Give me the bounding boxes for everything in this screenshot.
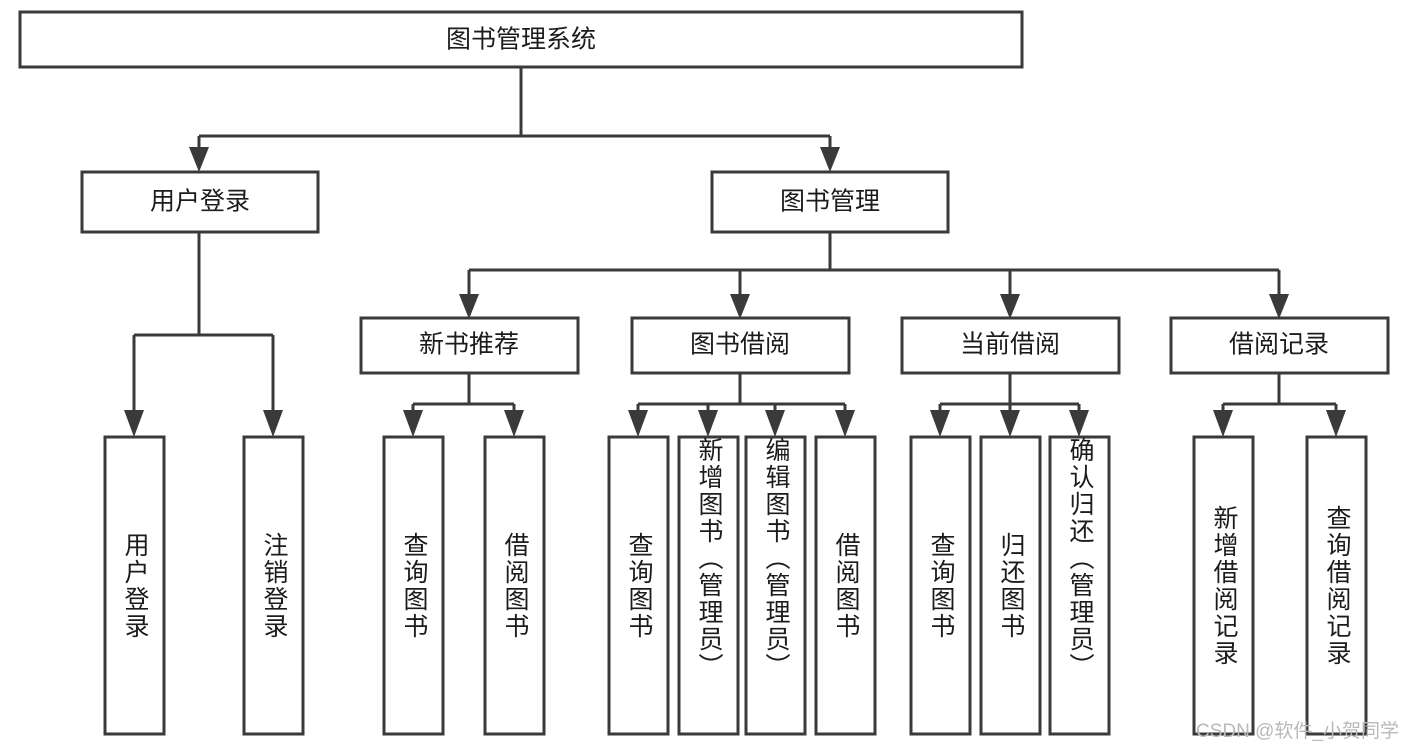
node-borrow-record-box[interactable] [1169, 316, 1390, 375]
node-current-borrow-label: 当前借阅 [960, 331, 1060, 359]
arrowhead-leaf-borrow-book-1 [504, 410, 524, 437]
node-book-management-box[interactable] [710, 170, 950, 234]
leaf-query-borrow-record-label: 查询借阅记录 [1323, 504, 1351, 667]
leaf-borrow-book-1-box[interactable] [483, 435, 546, 736]
leaf-borrow-book-1-label: 借阅图书 [501, 531, 529, 640]
leaf-query-book-1-box[interactable] [382, 435, 445, 736]
csdn-watermark: CSDN @软件_小贺同学 [1196, 721, 1399, 742]
leaf-return-book-label-wrap: 归还图书 [981, 437, 1040, 734]
arrowhead-book-management [820, 147, 840, 172]
node-user-login-box[interactable] [80, 170, 320, 234]
leaf-add-borrow-record-label: 新增借阅记录 [1210, 504, 1238, 667]
arrowhead-leaf-add-borrow-record [1213, 410, 1233, 437]
leaf-borrow-book-2-label-wrap: 借阅图书 [816, 437, 875, 734]
leaf-edit-book-admin-label: 编辑图书（管理员） [762, 437, 790, 680]
root-node-label: 图书管理系统 [446, 26, 596, 54]
leaf-query-borrow-record-box[interactable] [1305, 435, 1368, 736]
leaf-add-book-admin-label: 新增图书（管理员） [695, 437, 723, 680]
arrowhead-leaf-borrow-book-2 [835, 410, 855, 437]
leaf-confirm-return-admin-label-wrap: 确认归还（管理员） [1050, 437, 1109, 734]
node-new-book-recommend-box[interactable] [359, 316, 580, 375]
leaf-user-login-label: 用户登录 [121, 531, 149, 640]
arrowhead-book-borrow [730, 294, 750, 319]
node-book-borrow-label: 图书借阅 [690, 331, 790, 359]
leaf-logout-box[interactable] [242, 435, 305, 736]
arrowhead-leaf-query-book-1 [403, 410, 423, 437]
leaf-query-book-2-label-wrap: 查询图书 [609, 437, 668, 734]
node-book-management-label: 图书管理 [780, 188, 880, 216]
leaf-borrow-book-1-label-wrap: 借阅图书 [485, 437, 544, 734]
leaf-add-borrow-record-box[interactable] [1192, 435, 1255, 736]
node-new-book-recommend-label: 新书推荐 [419, 331, 519, 359]
leaf-query-book-2-label: 查询图书 [625, 531, 653, 640]
leaf-add-borrow-record-label-wrap: 新增借阅记录 [1194, 437, 1253, 734]
leaf-return-book-label: 归还图书 [997, 531, 1025, 640]
leaf-query-book-1-label: 查询图书 [400, 531, 428, 640]
arrowhead-borrow-record [1269, 294, 1289, 319]
leaf-query-borrow-record-label-wrap: 查询借阅记录 [1307, 437, 1366, 734]
leaf-add-book-admin-box[interactable] [677, 435, 740, 736]
arrowhead-leaf-confirm-return-admin [1069, 410, 1089, 437]
leaf-query-book-3-box[interactable] [909, 435, 972, 736]
leaf-query-book-3-label-wrap: 查询图书 [911, 437, 970, 734]
arrowhead-leaf-query-borrow-record [1326, 410, 1346, 437]
leaf-query-book-1-label-wrap: 查询图书 [384, 437, 443, 734]
leaf-confirm-return-admin-label: 确认归还（管理员） [1066, 437, 1094, 680]
connector-layer [124, 67, 1346, 437]
leaf-edit-book-admin-label-wrap: 编辑图书（管理员） [746, 437, 805, 734]
node-book-borrow-box[interactable] [630, 316, 851, 375]
arrowhead-leaf-return-book [1000, 410, 1020, 437]
leaf-logout-label-wrap: 注销登录 [244, 437, 303, 734]
arrowhead-leaf-query-book-3 [930, 410, 950, 437]
arrowhead-leaf-add-book-admin [698, 410, 718, 437]
leaf-user-login-label-wrap: 用户登录 [105, 437, 164, 734]
leaf-borrow-book-2-label: 借阅图书 [832, 531, 860, 640]
root-node-box[interactable] [18, 10, 1024, 69]
arrowhead-leaf-edit-book-admin [765, 410, 785, 437]
node-current-borrow-box[interactable] [900, 316, 1121, 375]
leaf-add-book-admin-label-wrap: 新增图书（管理员） [679, 437, 738, 734]
leaf-return-book-box[interactable] [979, 435, 1042, 736]
arrowhead-leaf-logout [263, 410, 283, 437]
node-borrow-record-label: 借阅记录 [1229, 331, 1329, 359]
box-layer: 图书管理系统 用户登录 图书管理 新书推荐 图书借阅 当前借阅 借阅记录 [18, 10, 1390, 736]
arrowhead-leaf-query-book-2 [628, 410, 648, 437]
leaf-query-book-3-label: 查询图书 [927, 531, 955, 640]
arrowhead-current-borrow [1000, 294, 1020, 319]
arrowhead-leaf-user-login [124, 410, 144, 437]
leaf-logout-label: 注销登录 [260, 531, 288, 640]
leaf-confirm-return-admin-box[interactable] [1048, 435, 1111, 736]
arrowhead-user-login [189, 147, 209, 172]
leaf-edit-book-admin-box[interactable] [744, 435, 807, 736]
leaf-user-login-box[interactable] [103, 435, 166, 736]
node-user-login-label: 用户登录 [150, 188, 250, 216]
arrowhead-new-book-recommend [459, 294, 479, 319]
leaf-borrow-book-2-box[interactable] [814, 435, 877, 736]
leaf-query-book-2-box[interactable] [607, 435, 670, 736]
